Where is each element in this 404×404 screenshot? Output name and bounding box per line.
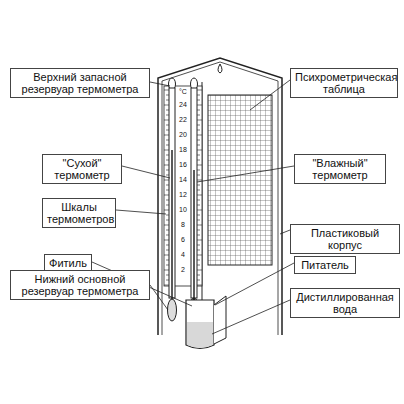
- scale-number: 24: [176, 101, 190, 109]
- distilled-water: [187, 322, 213, 348]
- scale-ticks: [164, 90, 202, 285]
- scale-number: 22: [176, 116, 190, 124]
- part-label: Пластиковый корпус: [290, 224, 400, 254]
- part-label: Психрометрическая таблица: [290, 68, 398, 98]
- part-label: Шкалы термометров: [42, 198, 116, 228]
- scale-number: 14: [176, 176, 190, 184]
- dry-thermometer: [168, 78, 177, 321]
- part-label: Питатель: [294, 256, 356, 274]
- scale-number: 4: [176, 251, 190, 259]
- scale-number: 10: [176, 206, 190, 214]
- scale-number: 8: [176, 221, 190, 229]
- scale-number: °C: [176, 88, 190, 96]
- wet-thermometer: [190, 78, 199, 318]
- part-label: Нижний основной резервуар термометра: [10, 270, 150, 300]
- hanging-hole: [218, 64, 222, 73]
- part-label: Верхний запасной резервуар термометра: [10, 68, 150, 98]
- scale-number: 18: [176, 146, 190, 154]
- scale-number: 12: [176, 191, 190, 199]
- feeder: [186, 300, 214, 349]
- part-label: "Влажный" термометр: [294, 154, 386, 184]
- part-label: Дистиллированная вода: [290, 288, 400, 318]
- part-label: "Сухой" термометр: [42, 154, 122, 184]
- scale-number: 2: [176, 266, 190, 274]
- scale-number: 20: [176, 131, 190, 139]
- scale-number: 16: [176, 161, 190, 169]
- psychrometric-table: [208, 95, 272, 265]
- scale-number: 6: [176, 236, 190, 244]
